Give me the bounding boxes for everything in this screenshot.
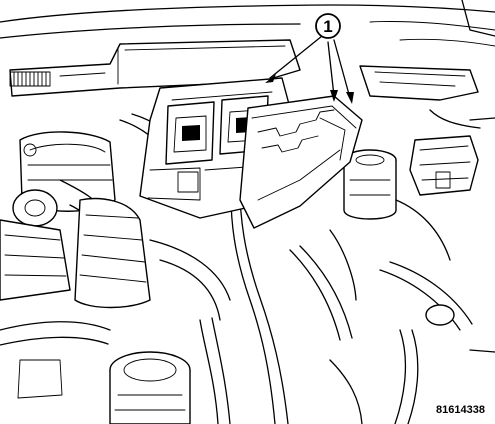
callout-number: 1 — [323, 17, 332, 36]
callout-bubble: 1 — [315, 13, 341, 39]
callout-leaders — [265, 35, 354, 104]
right-upper-hardware — [359, 65, 495, 196]
wiring-harness — [230, 139, 357, 424]
cowl-lines — [0, 0, 495, 47]
electronic-module-cover — [239, 95, 363, 229]
left-engine-components — [0, 131, 116, 301]
filter-cap — [109, 351, 191, 424]
lower-right-pipes — [329, 261, 495, 424]
brake-reservoir — [343, 149, 451, 261]
lower-left-lines — [0, 143, 231, 424]
figure-id-label: 81614338 — [436, 404, 485, 416]
